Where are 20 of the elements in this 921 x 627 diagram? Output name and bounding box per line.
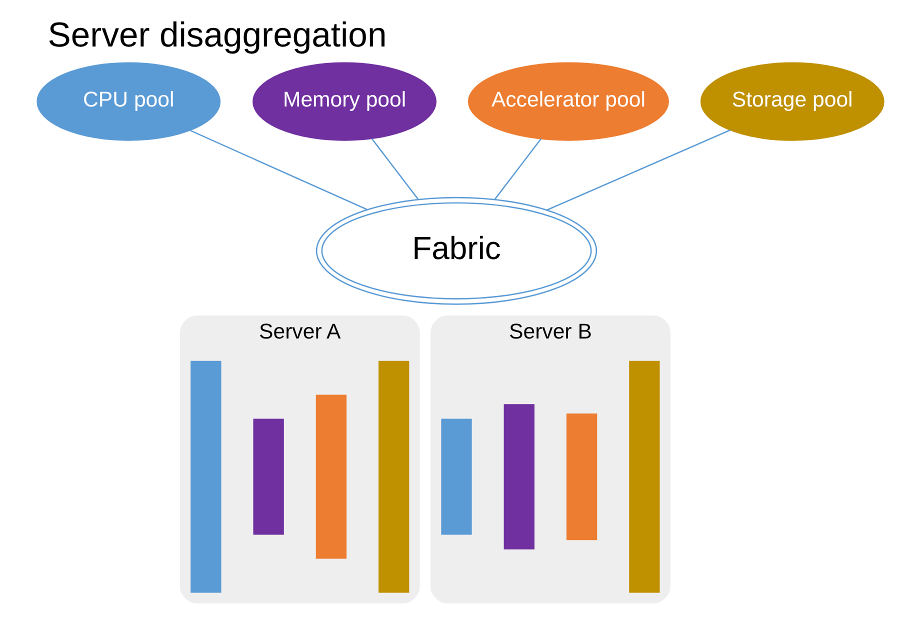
node-bar — [441, 418, 472, 535]
cluster: Server B — [430, 316, 670, 604]
node-ellipse: Storage pool — [700, 62, 884, 141]
node-ellipse: Accelerator pool — [468, 62, 669, 141]
node-ellipse: Fabric — [316, 196, 598, 305]
connector — [547, 129, 731, 211]
node-bar — [629, 360, 660, 593]
connector — [494, 138, 542, 200]
node-bar — [253, 418, 284, 535]
node-ellipse: CPU pool — [36, 62, 221, 141]
diagram-title: Server disaggregation — [48, 16, 387, 55]
node-bar — [566, 413, 598, 540]
node-bar — [378, 360, 410, 593]
cluster: Server A — [180, 316, 420, 604]
connector — [190, 130, 368, 210]
node-bar — [504, 404, 534, 550]
node-bar — [190, 360, 222, 593]
connector — [371, 138, 419, 200]
node-ellipse: Memory pool — [252, 62, 437, 141]
node-bar — [316, 394, 347, 559]
